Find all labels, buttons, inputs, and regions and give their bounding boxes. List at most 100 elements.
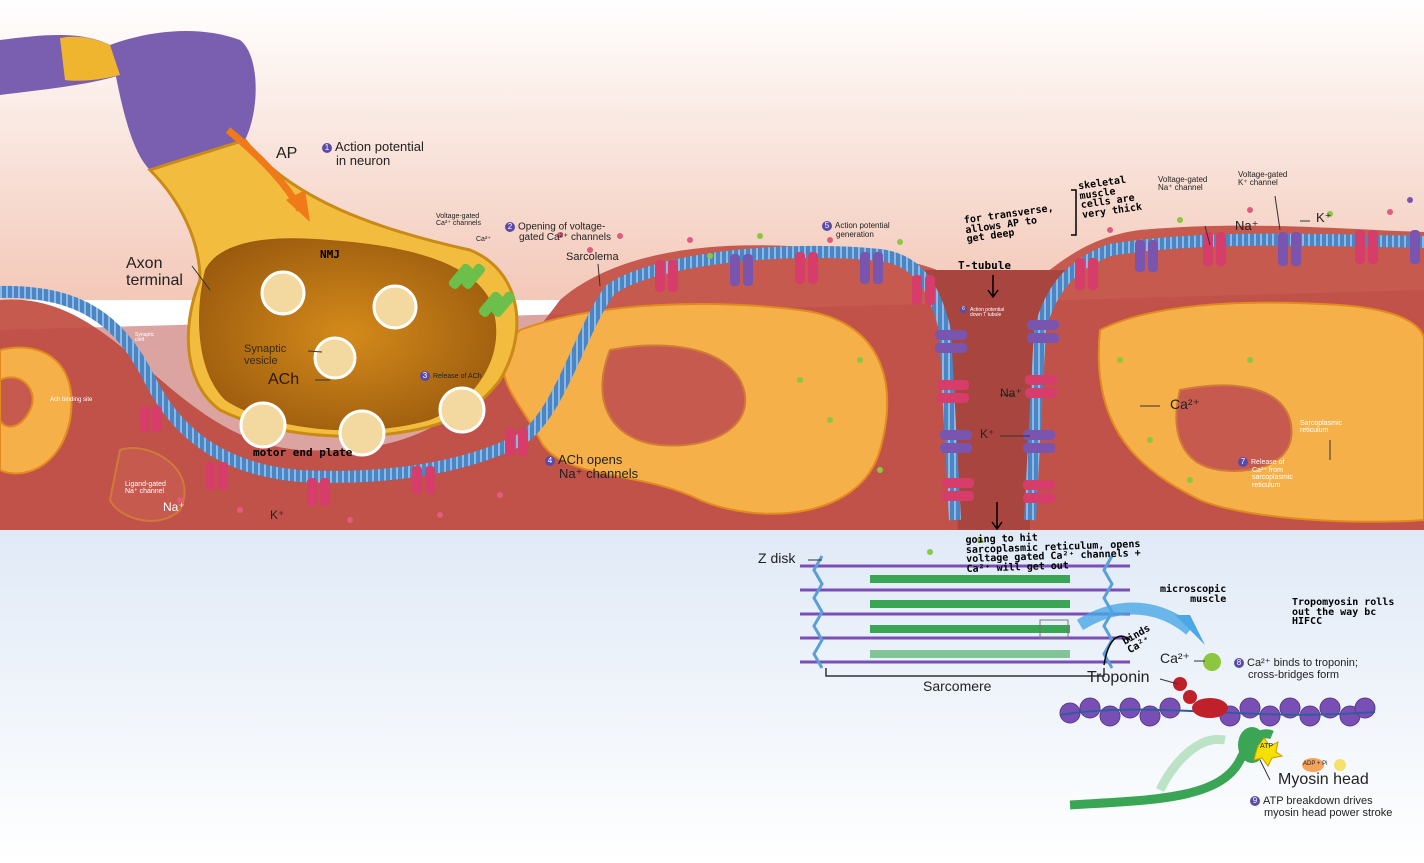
zoom-arrow xyxy=(1076,602,1194,635)
ap-t-tubule-line1: Action potential xyxy=(970,306,1005,313)
microscopic-line2: muscle xyxy=(1190,593,1227,605)
troponin-label: Troponin xyxy=(1087,669,1150,686)
ap-generation-line1: Action potential xyxy=(835,221,890,231)
action-potential-line2: in neuron xyxy=(336,152,391,168)
ca-binds-troponin-line2: cross-bridges form xyxy=(1248,668,1340,681)
vg-na-line1: Voltage-gated xyxy=(1158,175,1208,184)
step-6-badge: 6 xyxy=(960,306,967,313)
step-9-badge: 9 xyxy=(1250,796,1260,807)
release-ach-text: Release of ACh xyxy=(433,372,482,380)
background-bottom xyxy=(0,520,1424,863)
ligand-gated-line1: Ligand-gated xyxy=(125,481,166,488)
na-right-label: Na⁺ xyxy=(1235,218,1259,233)
ca-troponin-label: Ca²⁺ xyxy=(1160,650,1190,666)
actin-filament xyxy=(1059,653,1376,727)
axon-terminal-line2: terminal xyxy=(126,271,183,289)
opening-ca-line1: Opening of voltage- xyxy=(518,221,606,233)
axon-node xyxy=(60,36,120,81)
ap-t-tubule-line2: down T tubule xyxy=(970,312,1002,319)
atp-breakdown-line2: myosin head power stroke xyxy=(1264,806,1393,819)
step-8-badge: 8 xyxy=(1234,658,1244,669)
atp-label: ATP xyxy=(1260,743,1274,750)
release-ca-line1: Release of xyxy=(1251,458,1285,466)
tropomyosin-line3: HIFCC xyxy=(1292,616,1323,627)
voltage-gated-ca-line1: Voltage-gated xyxy=(436,213,480,220)
nmj-label: NMJ xyxy=(320,248,340,261)
ap-label: AP xyxy=(276,145,298,162)
ca-ion-label: Ca²⁺ xyxy=(476,236,491,243)
ap-generation-line2: generation xyxy=(836,230,874,239)
voltage-gated-ca-channels xyxy=(448,263,515,317)
synaptic-vesicle-line2: vesicle xyxy=(244,354,278,367)
ach-opens-line1: ACh opens xyxy=(558,452,623,467)
synaptic-cleft-line1: Synaptic xyxy=(135,332,155,338)
hand-arrows xyxy=(987,189,1131,666)
step-1-badge: 1 xyxy=(322,142,332,153)
sarcoplasmic-reticulum-line1: Sarcoplasmic xyxy=(1300,420,1343,427)
tropomyosin-line2: out the way bc xyxy=(1292,606,1377,618)
axon-terminal-line1: Axon xyxy=(126,255,163,272)
vg-k-line2: K⁺ channel xyxy=(1238,178,1278,188)
t-tubule-label: T-tubule xyxy=(958,259,1011,272)
zoom-arrow-head xyxy=(1175,615,1205,645)
k-right-label: K⁺ xyxy=(1316,210,1332,225)
sarcoplasmic-reticulum-line2: reticulum xyxy=(1300,427,1329,435)
ligand-gated-line2: Na⁺ channel xyxy=(125,488,165,496)
voltage-gated-ca-line2: Ca²⁺ channels xyxy=(436,220,481,228)
k-left-label: K⁺ xyxy=(270,508,285,522)
tropomyosin-line1: Tropomyosin rolls xyxy=(1292,597,1395,608)
myosin-head xyxy=(1069,727,1346,810)
myosin-head-label: Myosin head xyxy=(1278,771,1369,788)
ion-channels xyxy=(140,230,1420,506)
atp-breakdown-line1: ATP breakdown drives xyxy=(1263,795,1373,807)
step-7-badge: 7 xyxy=(1238,457,1248,467)
step-2-badge: 2 xyxy=(505,222,515,232)
synaptic-cleft-line2: cleft xyxy=(135,337,145,344)
release-ca-line3: sarcoplasmic xyxy=(1252,474,1293,482)
action-potential-line1: Action potential xyxy=(335,139,424,154)
step-3-badge: 3 xyxy=(420,371,430,381)
ions xyxy=(177,197,1413,555)
k-mid-label: K⁺ xyxy=(980,427,995,441)
synaptic-vesicle-line1: Synaptic xyxy=(244,343,287,355)
step-4-badge: 4 xyxy=(545,455,555,466)
opening-ca-line2: gated Ca²⁺ channels xyxy=(519,232,612,244)
ach-opens-line2: Na⁺ channels xyxy=(559,465,639,481)
sarcomere-myofibril xyxy=(800,555,1130,677)
leader-lines xyxy=(191,195,1331,781)
myelin-sheath-2 xyxy=(110,30,256,171)
release-ca-line4: reticulum xyxy=(1252,481,1281,489)
vg-k-line1: Voltage-gated xyxy=(1238,170,1288,179)
motor-end-plate-label: motor end plate xyxy=(253,446,353,459)
microscopic-line1: microscopic xyxy=(1160,584,1227,595)
synaptic-vesicles xyxy=(239,270,486,457)
ach-binding-site-label: Ach binding site xyxy=(50,397,93,403)
ca-mid-label: Ca²⁺ xyxy=(1170,396,1200,412)
ca-binds-troponin-line1: Ca²⁺ binds to troponin; xyxy=(1247,657,1358,669)
na-left-label: Na⁺ xyxy=(163,500,185,514)
sarcomere-label: Sarcomere xyxy=(923,678,992,694)
sarcolema-label: Sarcolema xyxy=(566,251,619,263)
ap-arrow-head xyxy=(286,190,310,222)
